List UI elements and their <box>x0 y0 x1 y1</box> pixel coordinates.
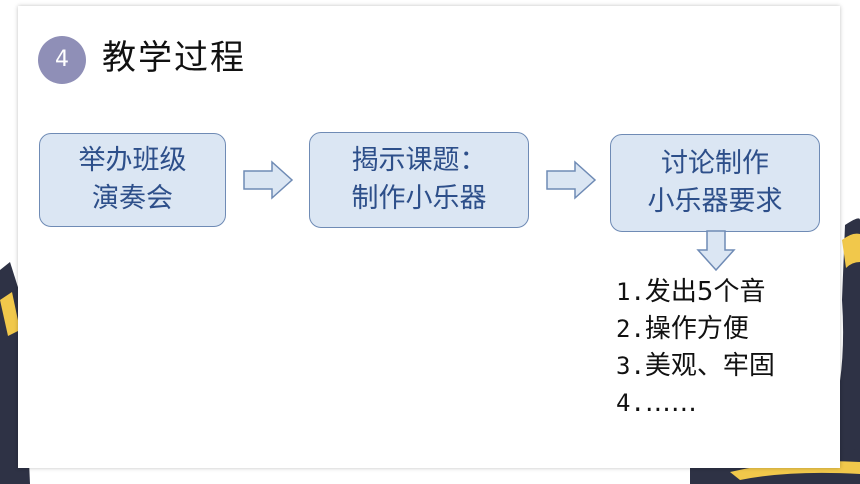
flow-step-3: 讨论制作 小乐器要求 <box>610 134 820 232</box>
flow-step-2-line1: 揭示课题： <box>351 145 487 176</box>
list-item: 4.…… <box>616 385 775 422</box>
list-item-text: 操作方便 <box>644 314 749 344</box>
list-item-text: …… <box>644 388 697 418</box>
flow-step-1: 举办班级 演奏会 <box>39 133 226 227</box>
requirements-list: 1.发出5个音 2.操作方便 3.美观、牢固 4.…… <box>616 274 775 422</box>
flow-step-3-line2: 小乐器要求 <box>647 186 783 217</box>
flow-step-3-line1: 讨论制作 <box>661 148 769 179</box>
list-item: 1.发出5个音 <box>616 274 775 311</box>
flow-step-2-line2: 制作小乐器 <box>351 183 487 214</box>
right-yellow-stripe <box>842 233 860 268</box>
right-arrow-icon <box>243 160 294 200</box>
right-arrow-icon <box>546 160 597 200</box>
down-arrow-icon <box>696 230 736 272</box>
flow-step-2: 揭示课题： 制作小乐器 <box>309 132 529 228</box>
list-item-number: 1. <box>616 278 645 306</box>
list-item-text: 美观、牢固 <box>644 351 775 381</box>
left-yellow-stripe <box>0 292 20 336</box>
list-item-number: 3. <box>616 352 645 380</box>
list-item: 3.美观、牢固 <box>616 348 775 385</box>
page-title: 教学过程 <box>102 38 246 78</box>
list-item: 2.操作方便 <box>616 311 775 348</box>
list-item-text: 发出5个音 <box>644 277 766 307</box>
section-number-badge: 4 <box>38 36 86 84</box>
slide-card <box>18 6 840 468</box>
right-dark-swoosh <box>800 218 860 484</box>
flow-step-1-line2: 演奏会 <box>92 183 173 214</box>
list-item-number: 4. <box>616 389 645 417</box>
list-item-number: 2. <box>616 315 645 343</box>
flow-step-1-line1: 举办班级 <box>78 145 187 176</box>
